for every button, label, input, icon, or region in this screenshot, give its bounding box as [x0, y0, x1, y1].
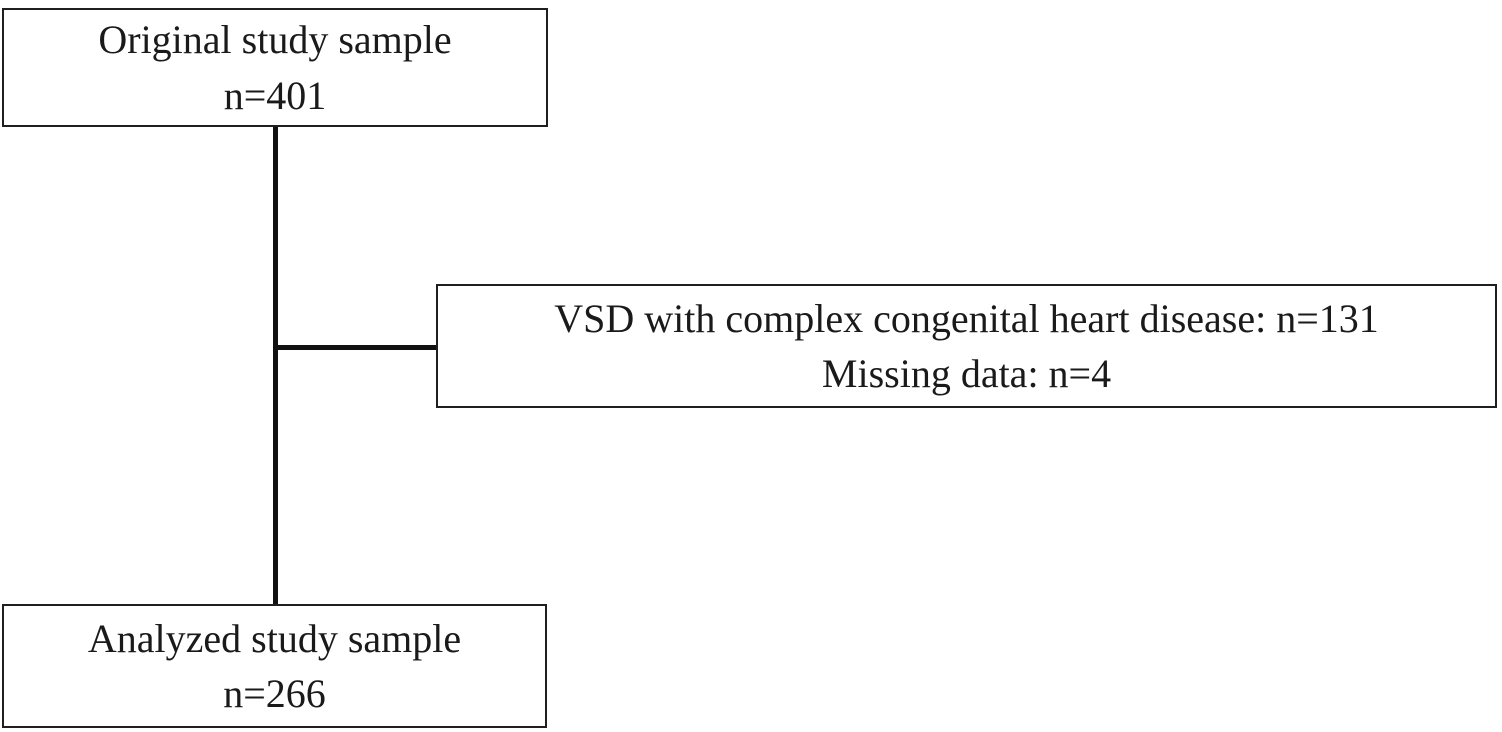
excluded-complex-chd-label: VSD with complex congenital heart diseas… [554, 295, 1379, 341]
flow-box-original-sample: Original study sample n=401 [2, 8, 548, 127]
analyzed-sample-label: Analyzed study sample [87, 615, 462, 661]
analyzed-sample-count: n=266 [223, 671, 326, 716]
flow-box-analyzed-sample: Analyzed study sample n=266 [2, 604, 547, 728]
excluded-missing-data-label: Missing data: n=4 [821, 351, 1112, 396]
original-sample-count: n=401 [223, 72, 327, 118]
original-sample-label: Original study sample [98, 17, 452, 63]
connector-horizontal-branch [273, 345, 436, 350]
connector-vertical-line [273, 127, 278, 604]
flow-box-excluded: VSD with complex congenital heart diseas… [436, 284, 1497, 408]
